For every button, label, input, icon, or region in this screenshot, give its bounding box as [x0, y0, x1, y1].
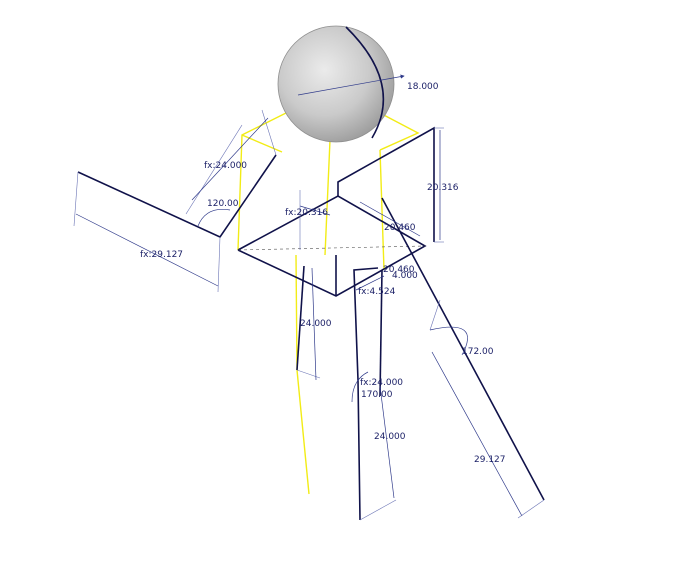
- upper-arm-extension-2: [261, 109, 277, 156]
- dimension-labels: 18.000 fx:24.000 120.00 fx:29.127 fx:20.…: [140, 82, 506, 465]
- hip-a-label[interactable]: 20.460: [383, 265, 415, 275]
- right-shoulder-construction: [377, 111, 420, 151]
- left-shoulder-construction: [237, 111, 289, 251]
- forearm-label[interactable]: fx:29.127: [140, 250, 183, 260]
- right-shin-extension: [359, 499, 397, 521]
- left-shin-construction: [296, 369, 310, 495]
- left-thigh-dimension-line: [311, 267, 317, 381]
- torso-width-label[interactable]: 20.460: [384, 223, 416, 233]
- upper-arm-label[interactable]: fx:24.000: [204, 161, 247, 171]
- right-arm-angle-extension: [429, 299, 441, 331]
- head-diameter-label[interactable]: 18.000: [407, 82, 439, 92]
- right-shin-label[interactable]: 24.000: [374, 432, 406, 442]
- torso-base-quad[interactable]: [237, 195, 427, 297]
- right-arm-angle-arc: [429, 326, 468, 356]
- hip-b-label[interactable]: 4.000: [392, 271, 418, 281]
- shoulder-connector-line: [241, 134, 283, 153]
- right-arm-angle-label[interactable]: 172.00: [462, 347, 494, 357]
- upper-arm-extension-1: [185, 124, 243, 215]
- torso-depth-dimension-line: [299, 205, 331, 216]
- torso-hidden-edge: [237, 245, 426, 251]
- sphere-body: [277, 25, 395, 143]
- torso-width-dimension-line: [359, 201, 421, 237]
- left-thigh-label[interactable]: 24.000: [300, 319, 332, 329]
- knee-right-label[interactable]: fx:24.000: [360, 378, 403, 388]
- right-arm-length-dimension-line: [431, 351, 523, 517]
- forearm-extension-2: [217, 236, 221, 293]
- right-arm-length-extension: [517, 499, 545, 519]
- construction-lines: [237, 111, 420, 495]
- left-thigh-construction: [295, 254, 298, 371]
- right-side-construction: [379, 149, 385, 271]
- knee-angle-arc: [351, 371, 369, 403]
- right-arm-length-label[interactable]: 29.127: [474, 455, 506, 465]
- torso-height-label[interactable]: 20.316: [427, 183, 459, 193]
- torso-depth-label[interactable]: fx:20.316: [285, 208, 328, 218]
- forearm-extension-1: [73, 171, 79, 227]
- elbow-angle-label[interactable]: 120.00: [207, 199, 239, 209]
- right-arm-sketch[interactable]: [381, 197, 545, 501]
- upper-arm-dimension-line: [191, 117, 269, 201]
- torso-upright-frame[interactable]: [337, 126, 435, 242]
- head-sphere[interactable]: [277, 25, 395, 143]
- right-leg-sketch[interactable]: [353, 267, 379, 521]
- right-shin-dimension-line: [379, 385, 395, 499]
- hip-offset-label[interactable]: fx:4.524: [358, 287, 396, 297]
- head-diameter-leader: [297, 74, 405, 96]
- spine-construction: [324, 139, 331, 256]
- forearm-dimension-line: [75, 213, 219, 287]
- elbow-angle-arc: [197, 209, 231, 227]
- hip-offset-dimension-line: [355, 275, 385, 291]
- knee-angle-label[interactable]: 170.00: [361, 390, 393, 400]
- left-thigh-extension: [296, 369, 321, 379]
- dimension-lines: [73, 74, 545, 521]
- sphere-silhouette-edge: [345, 26, 385, 139]
- right-leg-inner-edge: [379, 269, 383, 397]
- left-thigh-sketch[interactable]: [296, 265, 305, 371]
